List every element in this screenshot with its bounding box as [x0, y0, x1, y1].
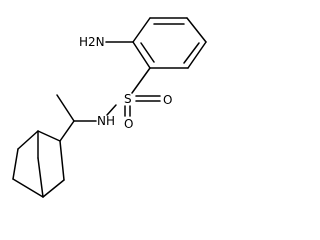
- amide-nh-label: NH: [97, 114, 115, 128]
- bond-bicycle-bridge-2: [37, 157, 44, 198]
- bond-bicycle-5: [17, 130, 39, 150]
- bond-sulfur-nitrogen: [106, 104, 117, 116]
- bond-bicycle-2: [42, 179, 65, 198]
- bond-bicycle-1: [59, 140, 65, 181]
- norbornane-ring: [12, 130, 65, 198]
- bond-ring-c5-c6: [132, 41, 151, 69]
- bond-ch-bicycle: [59, 120, 75, 142]
- bond-ring-c3-c4: [187, 41, 207, 69]
- oxygen-lower-label: O: [124, 117, 133, 131]
- bond-bicycle-3: [12, 178, 44, 198]
- bond-ring-sulfur: [131, 67, 151, 94]
- bond-ch-methyl: [56, 94, 75, 122]
- bond-ring-c2-c3: [186, 17, 207, 43]
- molecule-structure: H2N S O O NH: [12, 17, 207, 198]
- bond-ring-double-right: [183, 42, 200, 64]
- sulfur-label: S: [124, 92, 132, 106]
- bond-ring-c6-c1: [132, 17, 151, 43]
- oxygen-right-label: O: [163, 93, 172, 107]
- bond-bicycle-4: [12, 148, 19, 180]
- amine-label: H2N: [79, 35, 105, 49]
- bond-ring-double-left: [140, 42, 155, 63]
- bond-bicycle-6: [37, 130, 61, 142]
- benzene-ring: [132, 17, 207, 69]
